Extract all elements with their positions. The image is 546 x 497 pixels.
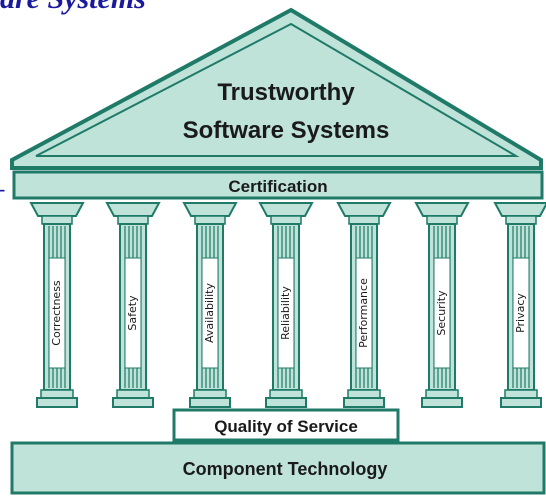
- certification-beam: Certification: [12, 170, 544, 200]
- quality-of-service-label: Quality of Service: [214, 417, 358, 436]
- pillar-label-availability: Availability: [203, 283, 216, 343]
- component-technology-label: Component Technology: [183, 459, 388, 479]
- pillar-label-reliability: Reliability: [279, 286, 292, 340]
- pillar-safety: Safety: [105, 202, 161, 408]
- pillar-correctness: Correctness: [29, 202, 85, 408]
- roof: Trustworthy Software Systems: [10, 7, 543, 170]
- pillar-label-security: Security: [435, 290, 448, 336]
- pillar-security: Security: [414, 202, 470, 408]
- roof-title-line1: Trustworthy: [217, 79, 355, 106]
- page-heading: are Systems: [0, 0, 146, 16]
- pillar-privacy: Privacy: [493, 202, 546, 408]
- pillar-label-correctness: Correctness: [50, 280, 63, 346]
- pillar-performance: Performance: [336, 202, 392, 408]
- quality-of-service-plinth: Quality of Service: [172, 408, 400, 442]
- pillar-label-privacy: Privacy: [514, 293, 527, 333]
- pillar-label-performance: Performance: [357, 278, 370, 348]
- certification-label: Certification: [228, 177, 327, 196]
- pillar-reliability: Reliability: [258, 202, 314, 408]
- pillars: Correctness Safety Availability Reliability…: [29, 202, 546, 408]
- component-technology-base: Component Technology: [10, 441, 546, 495]
- side-mark: -: [0, 176, 5, 202]
- pillar-availability: Availability: [182, 202, 238, 408]
- pillar-label-safety: Safety: [126, 295, 139, 331]
- roof-title-line2: Software Systems: [183, 117, 390, 144]
